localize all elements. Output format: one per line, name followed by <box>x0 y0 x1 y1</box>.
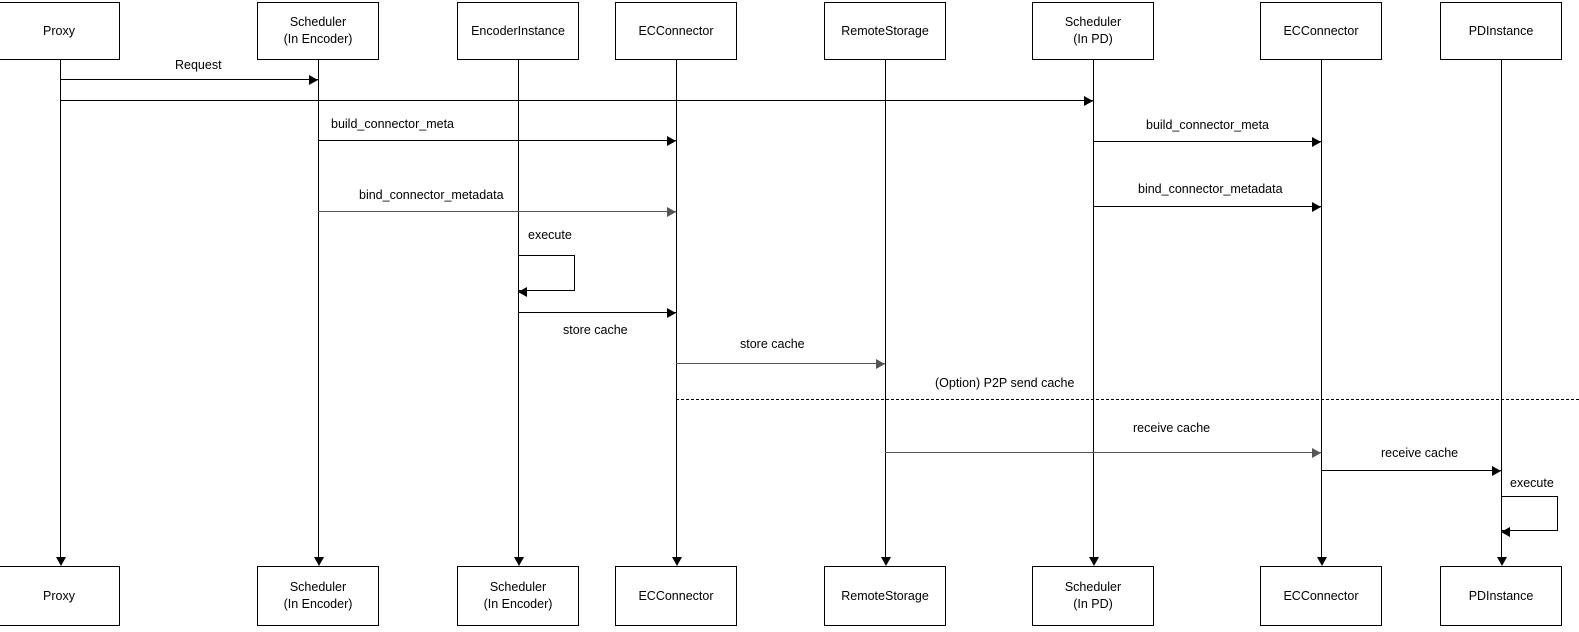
lifeline-end-arrow-pd-instance <box>1496 557 1507 566</box>
message-label-m11: receive cache <box>1381 446 1459 460</box>
participant-ec-connector-pd-b[interactable]: ECConnector <box>1260 566 1382 626</box>
message-arrowhead-m3 <box>667 135 676 146</box>
message-line-m8 <box>676 363 885 364</box>
message-arrowhead-m5 <box>667 206 676 217</box>
message-line-m4 <box>1093 141 1321 142</box>
message-label-m1: Request <box>175 58 222 72</box>
participant-name: ECConnector <box>1283 23 1359 38</box>
participant-subtitle: (In PD) <box>1073 597 1113 611</box>
self-call-loop-s2 <box>1501 496 1558 531</box>
message-arrowhead-m10 <box>1312 447 1321 458</box>
participant-name: Scheduler <box>289 15 347 30</box>
participant-name: RemoteStorage <box>841 588 929 603</box>
message-label-m3: build_connector_meta <box>331 117 454 131</box>
participant-pd-instance[interactable]: PDInstance <box>1440 2 1562 60</box>
self-call-arrowhead-s2 <box>1501 526 1510 537</box>
participant-subtitle: (In Encoder) <box>283 597 353 611</box>
message-line-m11 <box>1321 470 1501 471</box>
participant-name: EncoderInstance <box>471 23 565 38</box>
participant-proxy[interactable]: Proxy <box>0 2 120 60</box>
participant-subtitle: (In PD) <box>1073 32 1113 46</box>
lifeline-proxy <box>60 60 61 558</box>
lifeline-end-arrow-scheduler-pd <box>1088 557 1099 566</box>
lifeline-end-arrow-ec-connector-pd <box>1316 557 1327 566</box>
message-label-m4: build_connector_meta <box>1146 118 1269 132</box>
message-label-m9: (Option) P2P send cache <box>935 376 1075 390</box>
participant-name: Scheduler <box>1064 580 1122 595</box>
participant-scheduler-encoder-b[interactable]: Scheduler (In Encoder) <box>257 566 379 626</box>
lifeline-ec-connector-pd <box>1321 60 1322 558</box>
participant-name: ECConnector <box>638 23 714 38</box>
message-arrowhead-m4 <box>1312 136 1321 147</box>
self-call-arrowhead-s1 <box>518 286 527 297</box>
participant-name: PDInstance <box>1468 23 1534 38</box>
message-arrowhead-m6 <box>1312 201 1321 212</box>
participant-name: PDInstance <box>1468 588 1534 603</box>
message-line-m1 <box>60 79 318 80</box>
lifeline-end-arrow-proxy <box>55 557 66 566</box>
message-label-m7: store cache <box>563 323 628 337</box>
message-line-m7 <box>518 312 676 313</box>
message-arrowhead-m11 <box>1492 465 1501 476</box>
participant-name: ECConnector <box>1283 588 1359 603</box>
message-arrowhead-m8 <box>876 358 885 369</box>
message-label-m10: receive cache <box>1133 421 1211 435</box>
participant-encoder-instance[interactable]: EncoderInstance <box>457 2 579 60</box>
self-call-label-s2: execute <box>1510 476 1554 490</box>
participant-name: ECConnector <box>638 588 714 603</box>
participant-name: Proxy <box>43 588 75 603</box>
message-line-m10 <box>885 452 1321 453</box>
participant-scheduler-encoder-b2[interactable]: Scheduler (In Encoder) <box>457 566 579 626</box>
lifeline-encoder-instance <box>518 60 519 558</box>
participant-ec-connector-enc-b[interactable]: ECConnector <box>615 566 737 626</box>
message-label-m8: store cache <box>740 337 805 351</box>
participant-subtitle: (In Encoder) <box>283 32 353 46</box>
message-line-m6 <box>1093 206 1321 207</box>
lifeline-end-arrow-scheduler-encoder <box>313 557 324 566</box>
self-call-label-s1: execute <box>528 228 572 242</box>
message-line-m5 <box>318 211 676 212</box>
message-line-m9 <box>676 399 1579 400</box>
self-call-loop-s1 <box>518 255 575 291</box>
lifeline-pd-instance <box>1501 60 1502 558</box>
participant-ec-connector-enc[interactable]: ECConnector <box>615 2 737 60</box>
lifeline-end-arrow-encoder-instance <box>513 557 524 566</box>
lifeline-remote-storage <box>885 60 886 558</box>
participant-subtitle: (In Encoder) <box>483 597 553 611</box>
participant-name: RemoteStorage <box>841 23 929 38</box>
message-line-m2 <box>60 100 1093 101</box>
message-arrowhead-m1 <box>309 74 318 85</box>
participant-name: Proxy <box>43 23 75 38</box>
message-arrowhead-m7 <box>667 307 676 318</box>
message-arrowhead-m2 <box>1084 95 1093 106</box>
lifeline-scheduler-encoder <box>318 60 319 558</box>
participant-scheduler-encoder[interactable]: Scheduler (In Encoder) <box>257 2 379 60</box>
participant-name: Scheduler <box>489 580 547 595</box>
participant-scheduler-pd[interactable]: Scheduler (In PD) <box>1032 2 1154 60</box>
message-label-m5: bind_connector_metadata <box>359 188 504 202</box>
participant-remote-storage-b[interactable]: RemoteStorage <box>824 566 946 626</box>
participant-ec-connector-pd[interactable]: ECConnector <box>1260 2 1382 60</box>
message-label-m6: bind_connector_metadata <box>1138 182 1283 196</box>
participant-name: Scheduler <box>1064 15 1122 30</box>
lifeline-scheduler-pd <box>1093 60 1094 558</box>
participant-proxy-b[interactable]: Proxy <box>0 566 120 626</box>
participant-remote-storage[interactable]: RemoteStorage <box>824 2 946 60</box>
participant-scheduler-pd-b[interactable]: Scheduler (In PD) <box>1032 566 1154 626</box>
participant-name: Scheduler <box>289 580 347 595</box>
participant-pd-instance-b[interactable]: PDInstance <box>1440 566 1562 626</box>
lifeline-end-arrow-remote-storage <box>880 557 891 566</box>
lifeline-end-arrow-ec-connector-enc <box>671 557 682 566</box>
lifeline-ec-connector-enc <box>676 60 677 558</box>
message-line-m3 <box>318 140 676 141</box>
